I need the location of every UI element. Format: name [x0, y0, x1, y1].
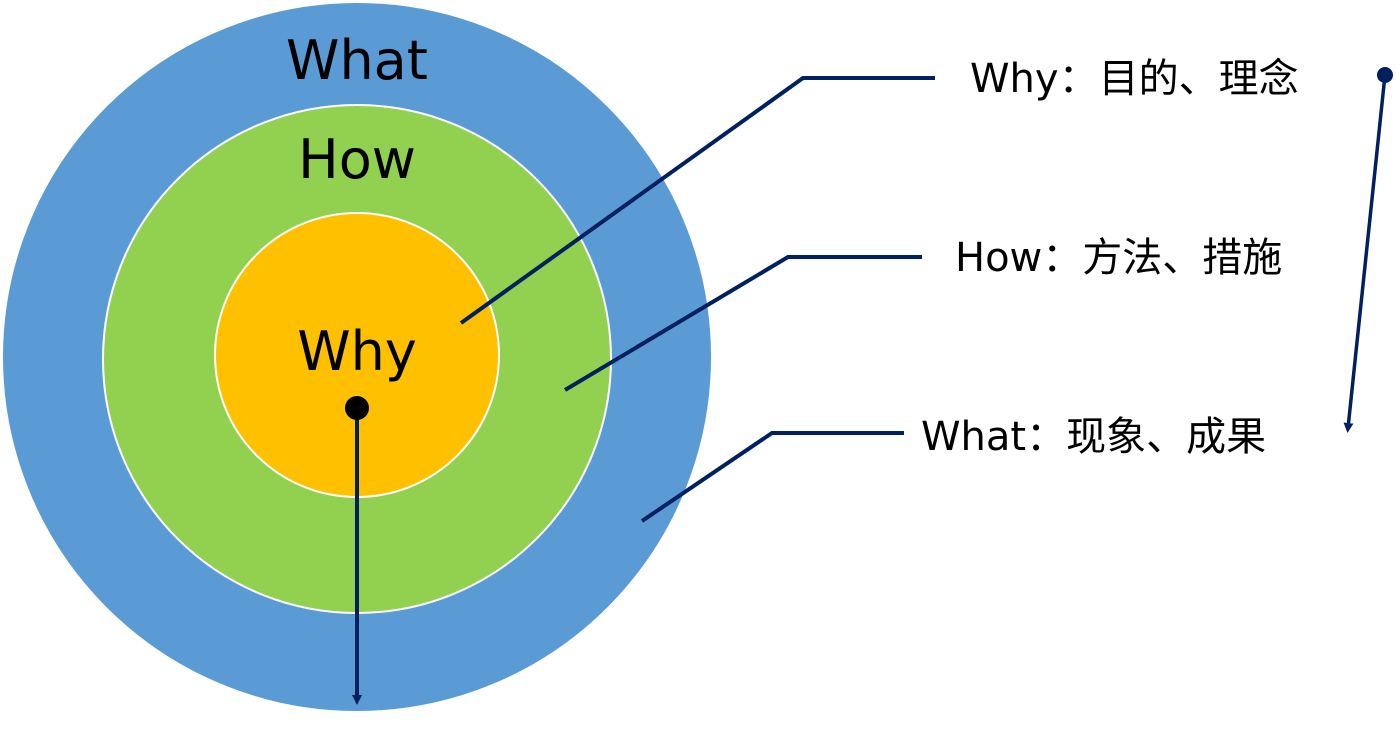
what-ring-label: What [286, 29, 428, 92]
how-leader-line [563, 255, 922, 392]
why-callout: Why：目的、理念 [970, 56, 1299, 102]
how-ring-label: How [298, 128, 416, 191]
center-dot [345, 396, 369, 420]
right-arrow-start-dot [1377, 67, 1393, 83]
how-callout: How：方法、措施 [955, 235, 1282, 281]
why-ring-label: Why [297, 320, 417, 383]
right-down-arrow [1343, 74, 1387, 433]
why-leader-line [459, 76, 935, 325]
what-leader-line [640, 431, 904, 523]
what-callout: What：现象、成果 [921, 414, 1266, 460]
